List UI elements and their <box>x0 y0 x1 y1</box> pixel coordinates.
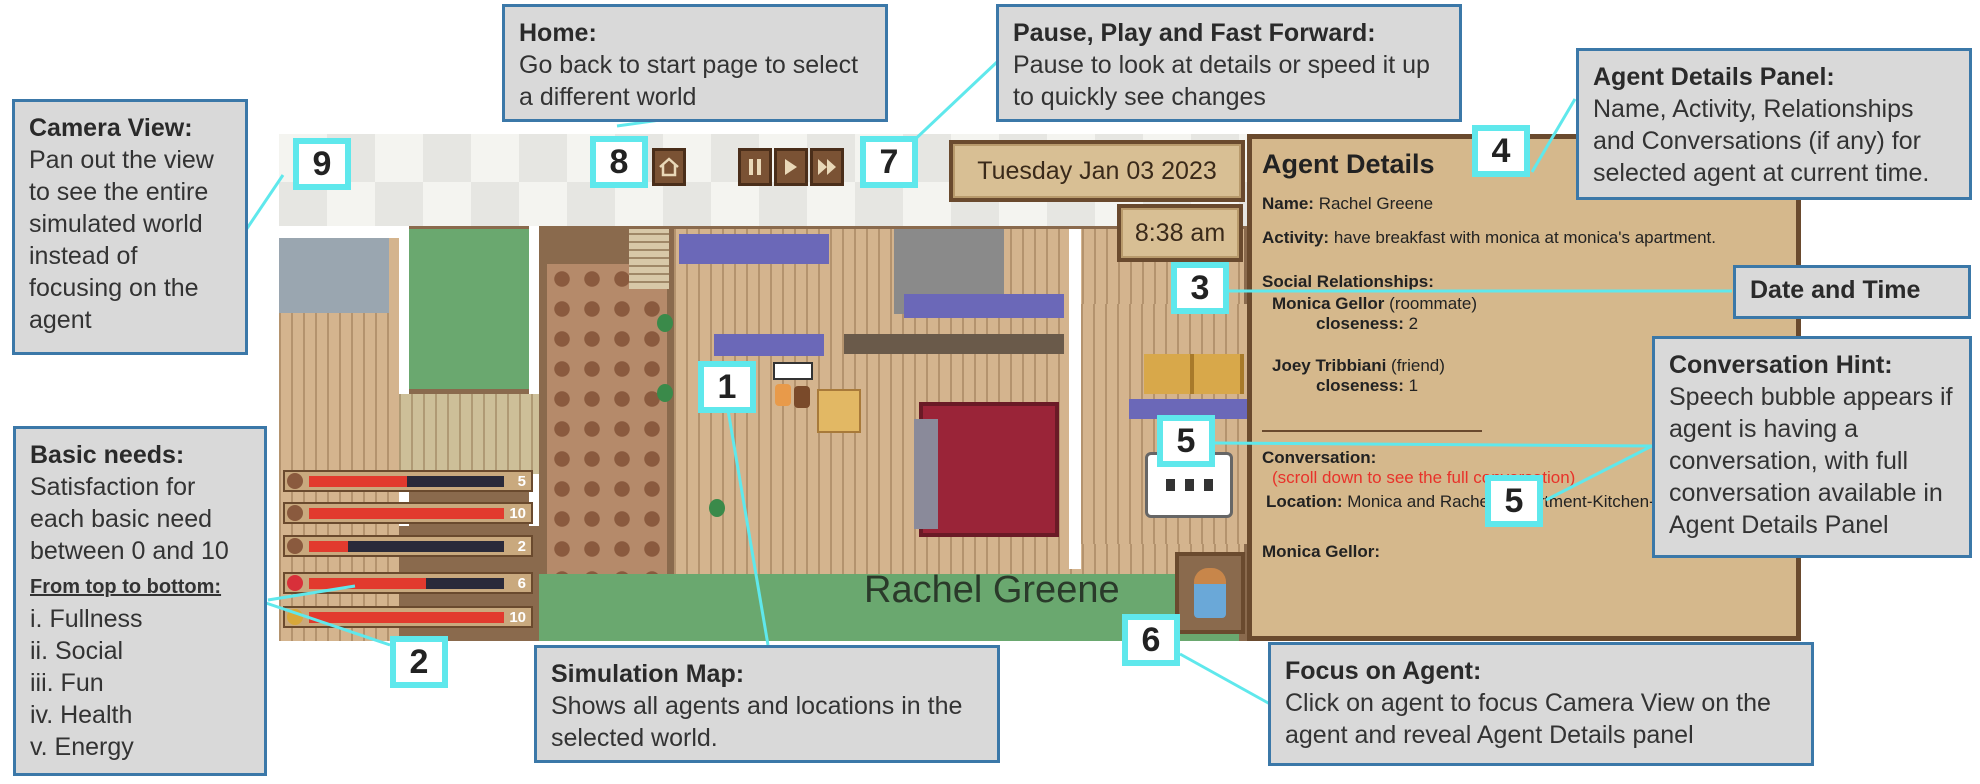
pause-icon <box>749 159 761 175</box>
relationship-type: (friend) <box>1391 356 1445 375</box>
conversation-label: Conversation: <box>1262 448 1377 467</box>
panel-divider <box>1262 430 1482 432</box>
time-display: 8:38 am <box>1117 204 1243 262</box>
need-bar-fill-energy <box>309 612 504 623</box>
map-kitchen-left <box>399 394 539 474</box>
callout-agent-details: Agent Details Panel: Name, Activity, Rel… <box>1576 48 1972 200</box>
map-dining-table <box>817 389 861 433</box>
closeness-label: closeness: <box>1316 314 1404 333</box>
activity-label: Activity: <box>1262 228 1330 247</box>
map-living-wall <box>904 294 1064 318</box>
drumstick-icon <box>287 473 303 489</box>
closeness-label: closeness: <box>1316 376 1404 395</box>
badge-1: 1 <box>698 361 756 413</box>
badge-7: 7 <box>860 136 918 188</box>
conversation-speaker-cutoff: Monica Gellor: <box>1262 542 1381 561</box>
need-value-fun: 2 <box>517 538 526 555</box>
relationship-item: Monica Gellor (roommate) closeness: 2 <box>1262 294 1786 334</box>
map-grass-yard <box>409 229 529 389</box>
need-bar-fill-fun <box>309 541 348 552</box>
agent-name-row: Name: Rachel Greene <box>1262 194 1786 214</box>
badge-5a: 5 <box>1157 415 1215 467</box>
people-icon <box>287 505 303 521</box>
relationships-section: Social Relationships: <box>1262 272 1786 292</box>
map-speech-bubble <box>773 362 813 380</box>
map-agent-sprite[interactable] <box>775 384 791 406</box>
need-row-social: 10 <box>283 502 533 524</box>
need-bar-fill-fullness <box>309 476 407 487</box>
closeness-value: 2 <box>1408 314 1419 333</box>
callout-conversation-hint: Conversation Hint: Speech bubble appears… <box>1652 336 1972 558</box>
need-row-fun: 2 <box>283 535 533 557</box>
home-icon <box>659 157 679 177</box>
location-label: Location: <box>1266 492 1343 511</box>
map-rug <box>919 402 1059 537</box>
agent-activity-row: Activity: have breakfast with monica at … <box>1262 228 1786 248</box>
callout-date-time: Date and Time <box>1733 265 1971 319</box>
play-icon <box>785 159 797 175</box>
map-plant-2 <box>657 314 673 332</box>
badge-2: 2 <box>390 636 448 688</box>
map-bathroom <box>279 238 389 313</box>
badge-9: 9 <box>293 138 351 190</box>
map-carpet-hall <box>547 264 667 594</box>
callout-basic-needs: Basic needs: Satisfaction for each basic… <box>13 426 267 776</box>
map-wall-right <box>1069 229 1081 569</box>
map-kitchen-counter <box>714 334 824 356</box>
badge-5b: 5 <box>1485 475 1543 527</box>
map-plant-3 <box>657 384 673 402</box>
panel-title: Agent Details <box>1262 149 1435 179</box>
callout-simulation-map: Simulation Map: Shows all agents and loc… <box>534 645 1000 763</box>
focused-agent-avatar[interactable] <box>1175 552 1245 634</box>
fast-forward-button[interactable] <box>810 148 844 186</box>
relationship-name: Joey Tribbiani <box>1272 356 1387 375</box>
closeness-value: 1 <box>1408 376 1419 395</box>
need-bar-fill-health <box>309 578 426 589</box>
name-value: Rachel Greene <box>1318 194 1434 213</box>
pause-button[interactable] <box>738 148 772 186</box>
relationships-label: Social Relationships: <box>1262 272 1434 291</box>
heart-icon <box>287 575 303 591</box>
map-wall-mid <box>399 226 409 526</box>
badge-3: 3 <box>1171 262 1229 314</box>
date-display: Tuesday Jan 03 2023 <box>949 140 1245 202</box>
need-value-energy: 10 <box>509 609 526 626</box>
need-row-fullness: 5 <box>283 470 533 492</box>
need-value-social: 10 <box>509 505 526 522</box>
relationship-type: (roommate) <box>1389 294 1478 313</box>
need-value-health: 6 <box>517 575 526 592</box>
activity-value: have breakfast with monica at monica's a… <box>1333 228 1716 247</box>
relationship-item: Joey Tribbiani (friend) closeness: 1 <box>1262 356 1786 396</box>
focused-agent-name: Rachel Greene <box>864 569 1120 611</box>
callout-pause-play: Pause, Play and Fast Forward: Pause to l… <box>996 4 1462 122</box>
callout-home: Home: Go back to start page to select a … <box>502 4 888 122</box>
map-kitchen-counter-top <box>679 234 829 264</box>
map-right-room-wall <box>1129 399 1247 419</box>
name-label: Name: <box>1262 194 1314 213</box>
home-button[interactable] <box>652 148 686 186</box>
need-value-fullness: 5 <box>517 473 526 490</box>
play-button[interactable] <box>774 148 808 186</box>
map-wall-mid2 <box>529 226 539 526</box>
fast-forward-icon <box>818 159 836 175</box>
callout-focus-agent: Focus on Agent: Click on agent to focus … <box>1268 642 1814 766</box>
ball-icon <box>287 538 303 554</box>
badge-6: 6 <box>1122 614 1180 666</box>
callout-camera-view: Camera View: Pan out the view to see the… <box>12 99 248 355</box>
relationship-name: Monica Gellor <box>1272 294 1385 313</box>
badge-8: 8 <box>590 136 648 188</box>
map-sofa <box>914 419 938 529</box>
map-bench <box>844 334 1064 354</box>
map-plant <box>709 499 725 517</box>
map-agent-sprite-2[interactable] <box>794 386 810 408</box>
need-bar-fill-social <box>309 508 504 519</box>
map-stairs <box>629 229 669 289</box>
map-wall-left <box>279 226 399 238</box>
badge-4: 4 <box>1472 125 1530 177</box>
map-shelves <box>1144 354 1244 394</box>
